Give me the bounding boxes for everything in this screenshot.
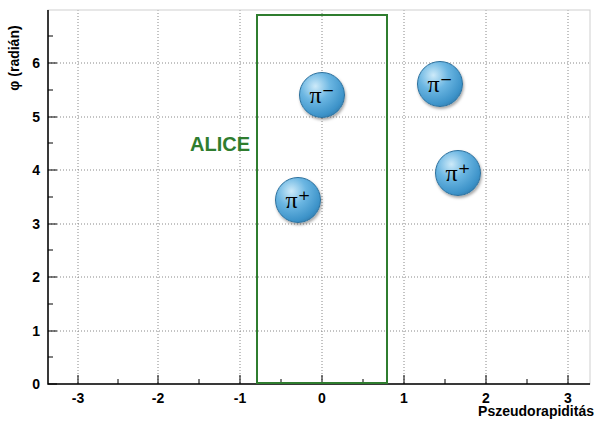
- tick-label: 6: [32, 55, 40, 71]
- grid-lines: [48, 10, 590, 384]
- tick-label: 5: [32, 109, 40, 125]
- tick-marks: [48, 36, 568, 384]
- plot-border: [48, 10, 590, 384]
- particle-label: π⁺: [446, 159, 471, 187]
- particle-label: π⁻: [428, 70, 453, 98]
- detector-region: ALICEπ⁻π⁺: [256, 14, 388, 384]
- tick-label: 1: [400, 390, 408, 406]
- particle-label: π⁻: [310, 81, 335, 109]
- tick-label: -3: [72, 390, 84, 406]
- tick-label: 4: [32, 162, 40, 178]
- tick-label: 0: [32, 376, 40, 392]
- pion-circle: π⁻: [417, 61, 463, 107]
- tick-label: 0: [318, 390, 326, 406]
- axes: [48, 10, 590, 384]
- pion-circle: π⁺: [435, 150, 481, 196]
- tick-label: -1: [234, 390, 246, 406]
- particle-label: π⁺: [286, 186, 311, 214]
- detector-label: ALICE: [190, 133, 250, 156]
- axis-title: φ (radián): [6, 25, 22, 90]
- tick-label: 1: [32, 323, 40, 339]
- pion-circle: π⁻: [299, 72, 345, 118]
- tick-label: 2: [32, 269, 40, 285]
- pion-circle: π⁺: [275, 177, 321, 223]
- axis-title: Pszeudorapiditás: [478, 403, 594, 419]
- tick-label: -2: [152, 390, 164, 406]
- tick-label: 3: [32, 216, 40, 232]
